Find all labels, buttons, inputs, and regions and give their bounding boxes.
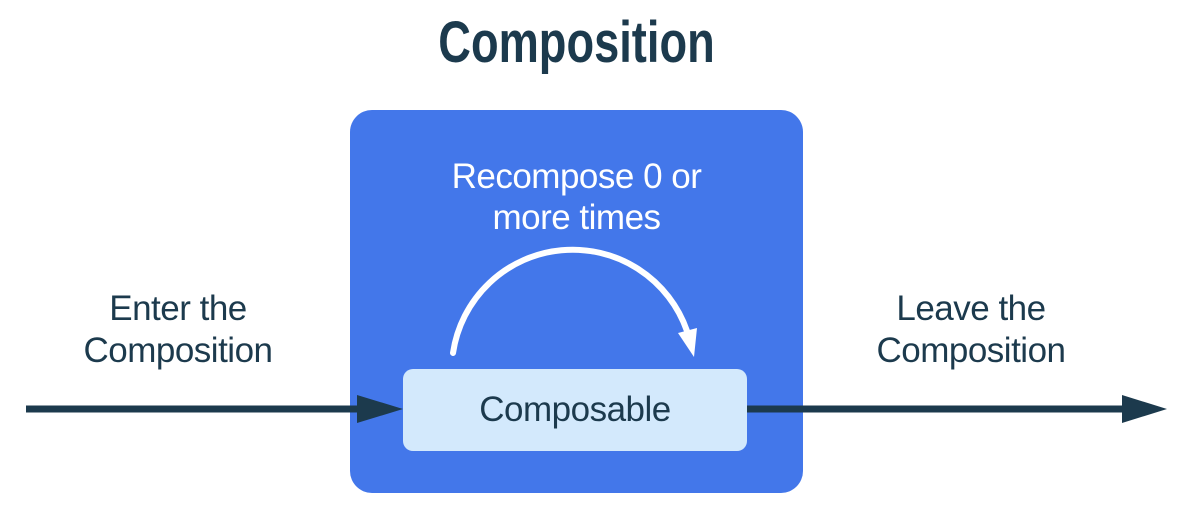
composable-box: Composable <box>403 369 747 451</box>
enter-composition-label: Enter the Composition <box>83 289 273 370</box>
recompose-label: Recompose 0 or more times <box>451 157 702 237</box>
leave-arrow-head-icon <box>1122 395 1167 423</box>
leave-composition-label: Leave the Composition <box>876 289 1066 370</box>
composable-label: Composable <box>479 390 671 429</box>
diagram-title: Composition <box>438 10 715 75</box>
composition-box: Recompose 0 or more times Composable <box>350 110 803 493</box>
